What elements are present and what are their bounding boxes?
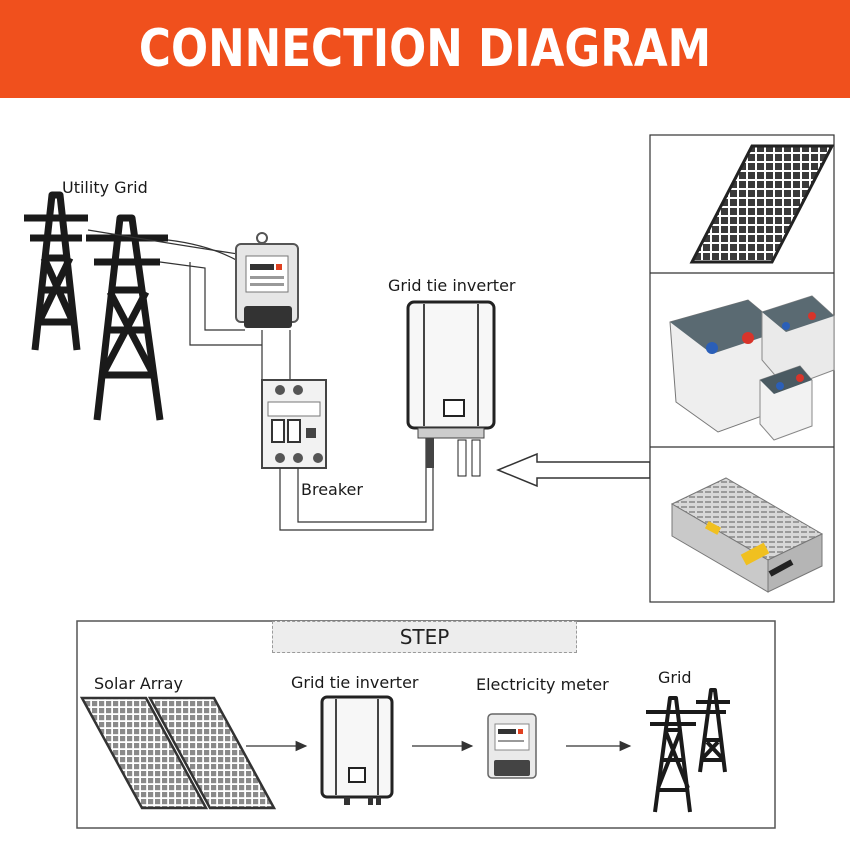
header-banner: CONNECTION DIAGRAM: [0, 0, 850, 98]
step-grid-tower-icon: [646, 688, 730, 813]
grid-tie-inverter-icon: [406, 300, 496, 477]
page-title: CONNECTION DIAGRAM: [138, 19, 712, 79]
utility-grid-label: Utility Grid: [62, 178, 148, 197]
battery-icon: [669, 295, 835, 441]
step-label-solar-array: Solar Array: [94, 674, 183, 693]
step-label-electricity-meter: Electricity meter: [476, 675, 609, 694]
utility-tower-icon: [24, 191, 168, 421]
breaker-icon: [261, 379, 327, 469]
input-arrow: [496, 452, 651, 488]
step-banner: STEP: [272, 621, 577, 653]
breaker-label: Breaker: [301, 480, 363, 499]
inverter-label: Grid tie inverter: [388, 276, 516, 295]
step-inverter-icon: [320, 695, 394, 805]
electricity-meter-icon: [235, 232, 299, 328]
solar-array-icon: [79, 696, 277, 810]
step-electricity-meter-icon: [487, 713, 537, 779]
step-label-inverter: Grid tie inverter: [291, 673, 419, 692]
breaker-to-inverter-wires: [279, 438, 434, 531]
solar-panel-icon: [689, 144, 835, 264]
step-label-grid: Grid: [658, 668, 692, 687]
power-supply-icon: [670, 477, 824, 593]
